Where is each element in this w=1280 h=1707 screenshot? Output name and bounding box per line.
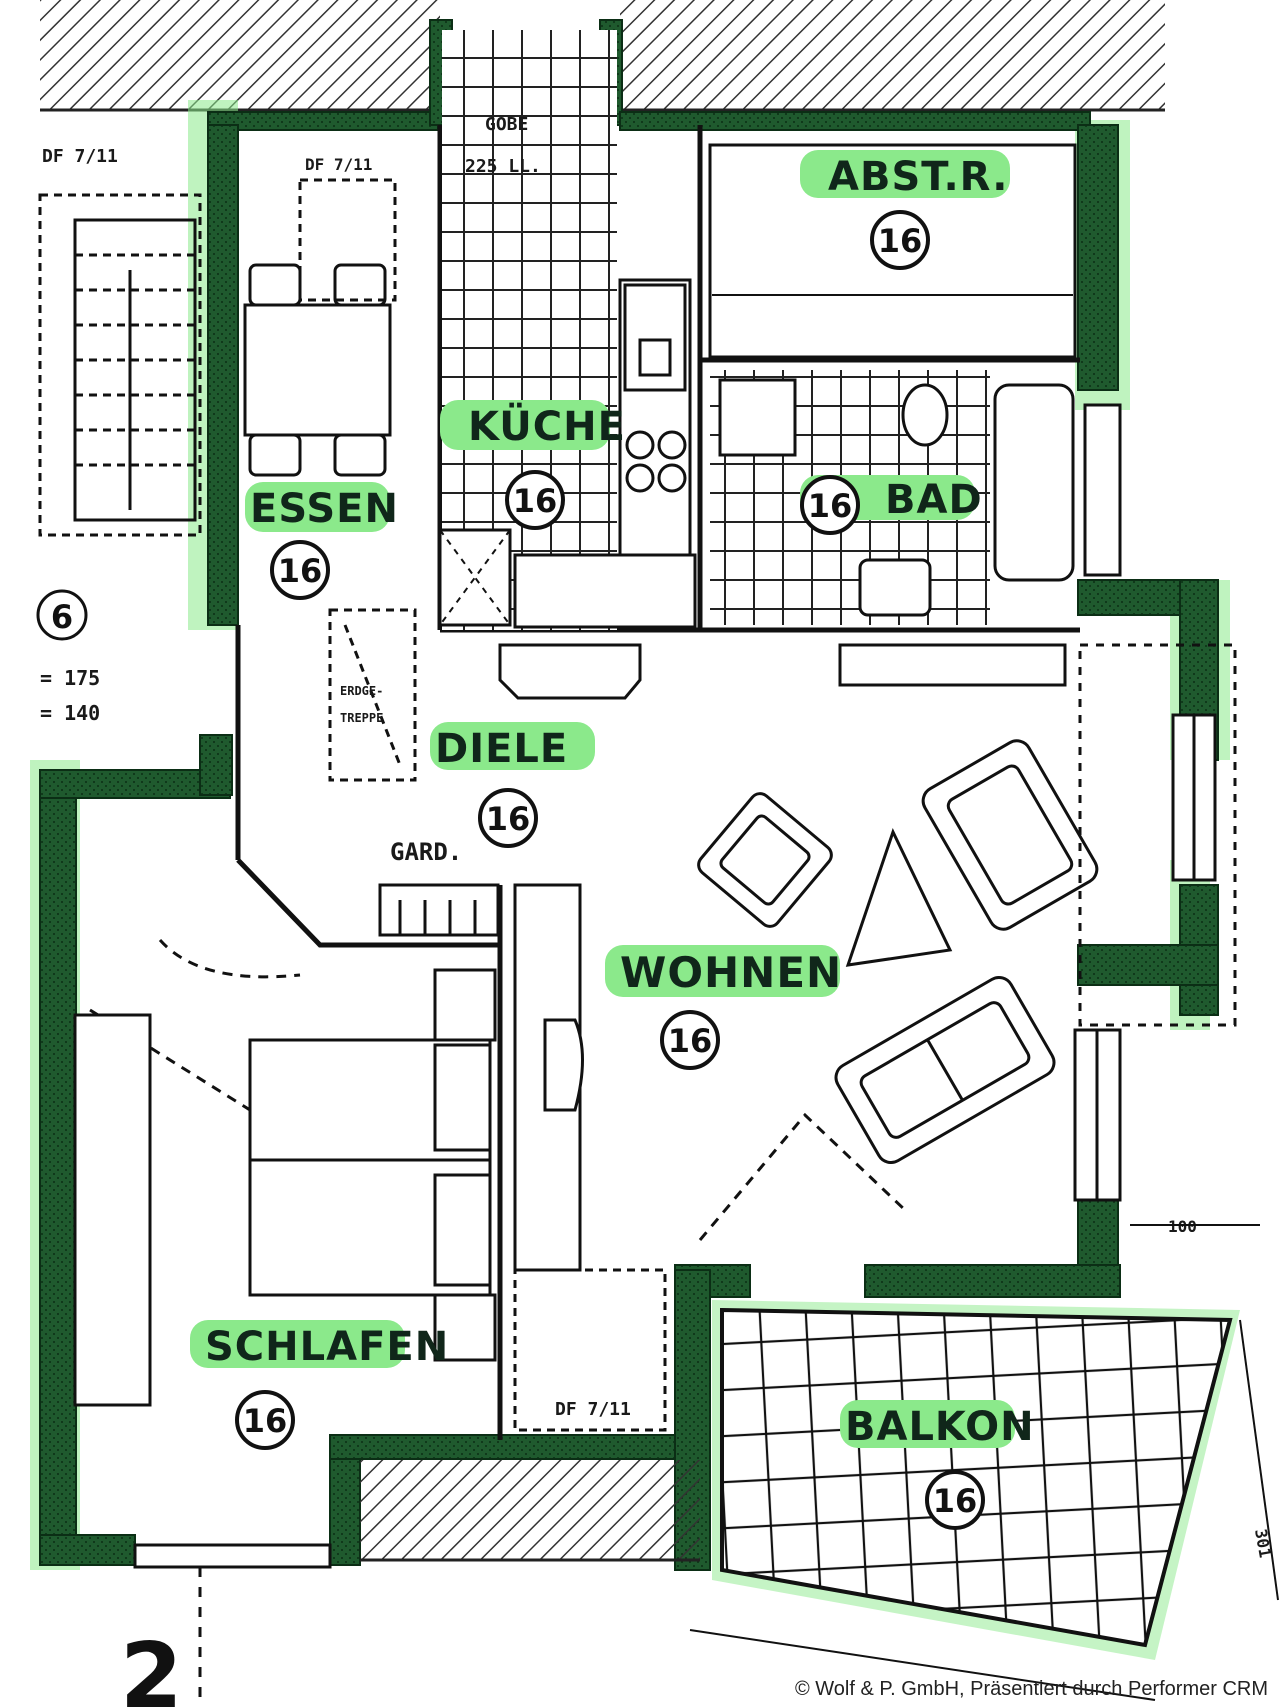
annotation-df-top-left: DF 7/11 bbox=[42, 146, 118, 167]
living-furniture bbox=[697, 739, 1099, 1165]
kitchen-tiles bbox=[438, 30, 697, 700]
room-number-abst: 16 bbox=[878, 222, 923, 260]
room-number-essen: 16 bbox=[278, 552, 323, 590]
room-labels: ABST.R. KÜCHE BAD ESSEN DIELE WOHNEN SCH… bbox=[205, 154, 1035, 1450]
room-label-kueche: KÜCHE bbox=[468, 402, 626, 450]
annotation-kueche-dim-1: GOBE bbox=[485, 114, 528, 135]
room-number-balkon: 16 bbox=[933, 1482, 978, 1520]
dining-table bbox=[243, 178, 397, 477]
windows-right bbox=[1073, 643, 1237, 1202]
annotation-df-bottom: DF 7/11 bbox=[555, 1399, 631, 1420]
room-number-schlafen: 16 bbox=[243, 1402, 288, 1440]
room-label-wohnen: WOHNEN bbox=[620, 948, 842, 997]
annotation-erdgeschoss-1: ERDGE- bbox=[340, 684, 383, 698]
annotation-stair-number: 6 bbox=[51, 598, 73, 636]
walls bbox=[39, 19, 1219, 1571]
exterior-hatch-top bbox=[40, 0, 1165, 112]
annotation-erdgeschoss-2: TREPPE bbox=[340, 711, 383, 725]
room-label-balkon: BALKON bbox=[845, 1404, 1035, 1450]
room-number-diele: 16 bbox=[486, 800, 531, 838]
annotation-level-1: = 175 bbox=[40, 666, 100, 690]
annotation-level-2: = 140 bbox=[40, 701, 100, 725]
room-label-bad: BAD bbox=[885, 477, 983, 523]
annotations: DF 7/11 DF 7/11 DF 7/11 GARD. ERDGE- TRE… bbox=[36, 114, 1275, 1707]
room-number-texts: 16 16 16 16 16 16 16 16 bbox=[243, 222, 978, 1520]
bathroom-fixtures bbox=[710, 370, 1122, 687]
bedroom-furniture bbox=[73, 883, 667, 1432]
room-label-schlafen: SCHLAFEN bbox=[205, 1324, 449, 1370]
garderobe bbox=[378, 883, 500, 937]
copyright-notice: © Wolf & P. GmbH, Präsentiert durch Perf… bbox=[794, 1678, 1268, 1700]
room-number-bad: 16 bbox=[808, 487, 853, 525]
exterior-hatch-bottom bbox=[360, 1460, 700, 1562]
room-label-diele: DIELE bbox=[435, 726, 568, 772]
diele-stair bbox=[328, 608, 417, 782]
room-numbers bbox=[235, 210, 985, 1530]
room-number-wohnen: 16 bbox=[668, 1022, 713, 1060]
annotation-dim-100: 100 bbox=[1168, 1217, 1197, 1236]
staircase bbox=[38, 193, 202, 537]
room-number-kueche: 16 bbox=[513, 482, 558, 520]
room-label-essen: ESSEN bbox=[250, 486, 399, 532]
annotation-section-mark: 2 bbox=[120, 1624, 183, 1707]
room-label-abst: ABST.R. bbox=[828, 154, 1008, 200]
bedroom-window-bottom bbox=[133, 1543, 332, 1700]
annotation-df-essen: DF 7/11 bbox=[305, 155, 372, 174]
annotation-gard: GARD. bbox=[390, 838, 462, 866]
annotation-dim-301: 301 bbox=[1251, 1527, 1275, 1559]
annotation-kueche-dim-2: 225 LL. bbox=[465, 156, 541, 177]
